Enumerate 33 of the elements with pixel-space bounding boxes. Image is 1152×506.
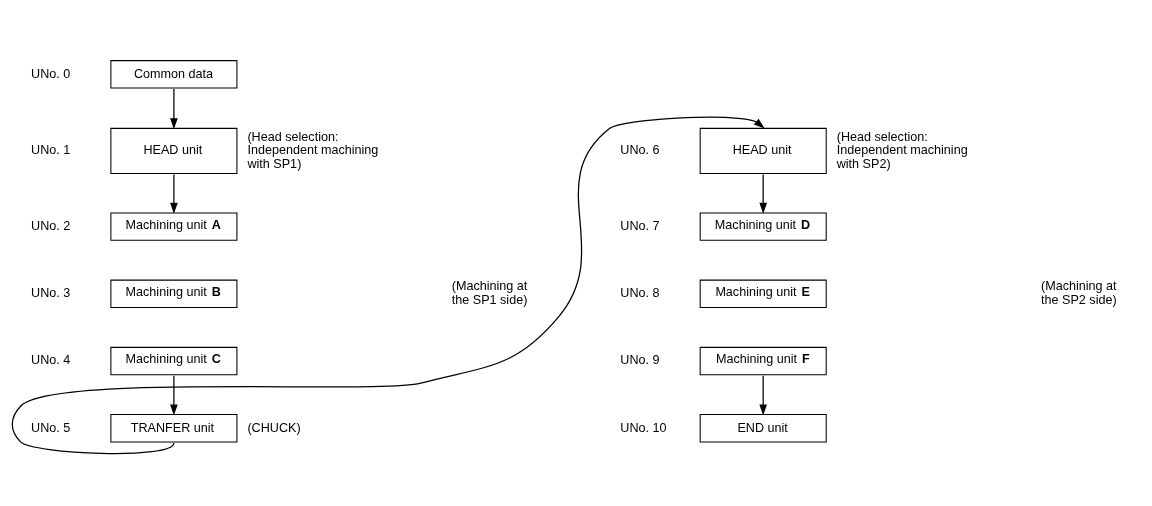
node-box: HEAD unit <box>110 127 238 175</box>
node-label: UNo. 0 <box>31 66 71 81</box>
node-box: Machining unit E <box>699 279 827 308</box>
node-box: TRANFER unit <box>110 414 238 443</box>
node-label: UNo. 8 <box>620 286 660 301</box>
label: (Machining at the SP2 side) <box>1041 279 1117 307</box>
node-box: Machining unit D <box>699 212 827 241</box>
node-box: Machining unit B <box>110 279 238 308</box>
node-label: (Head selection: Independent machining with SP1) <box>247 129 379 171</box>
arrow <box>759 173 767 214</box>
node-box: Common data <box>110 60 238 89</box>
node-box: HEAD unit <box>699 127 827 175</box>
arrow <box>170 173 178 214</box>
node-label: UNo. 2 <box>31 218 71 233</box>
node-label: UNo. 9 <box>620 353 660 368</box>
node-label: UNo. 10 <box>620 420 667 435</box>
node-box: END unit <box>699 414 827 443</box>
node-label: (CHUCK) <box>247 420 301 435</box>
node-label: UNo. 1 <box>31 143 71 158</box>
node-label: (Head selection: Independent machining with SP2) <box>836 129 968 171</box>
node-box: Machining unit A <box>110 212 238 241</box>
node-label: UNo. 5 <box>31 420 71 435</box>
node-label: UNo. 4 <box>31 353 71 368</box>
node-box: Machining unit F <box>699 346 827 376</box>
arrow <box>759 375 767 416</box>
node-label: UNo. 7 <box>620 218 660 233</box>
node-label: UNo. 3 <box>31 286 71 301</box>
label: (Machining at the SP1 side) <box>451 279 528 307</box>
arrow <box>170 375 178 416</box>
node-label: UNo. 6 <box>620 143 660 158</box>
node-box: Machining unit C <box>110 346 238 376</box>
arrow <box>170 88 178 130</box>
arrow <box>11 116 765 455</box>
